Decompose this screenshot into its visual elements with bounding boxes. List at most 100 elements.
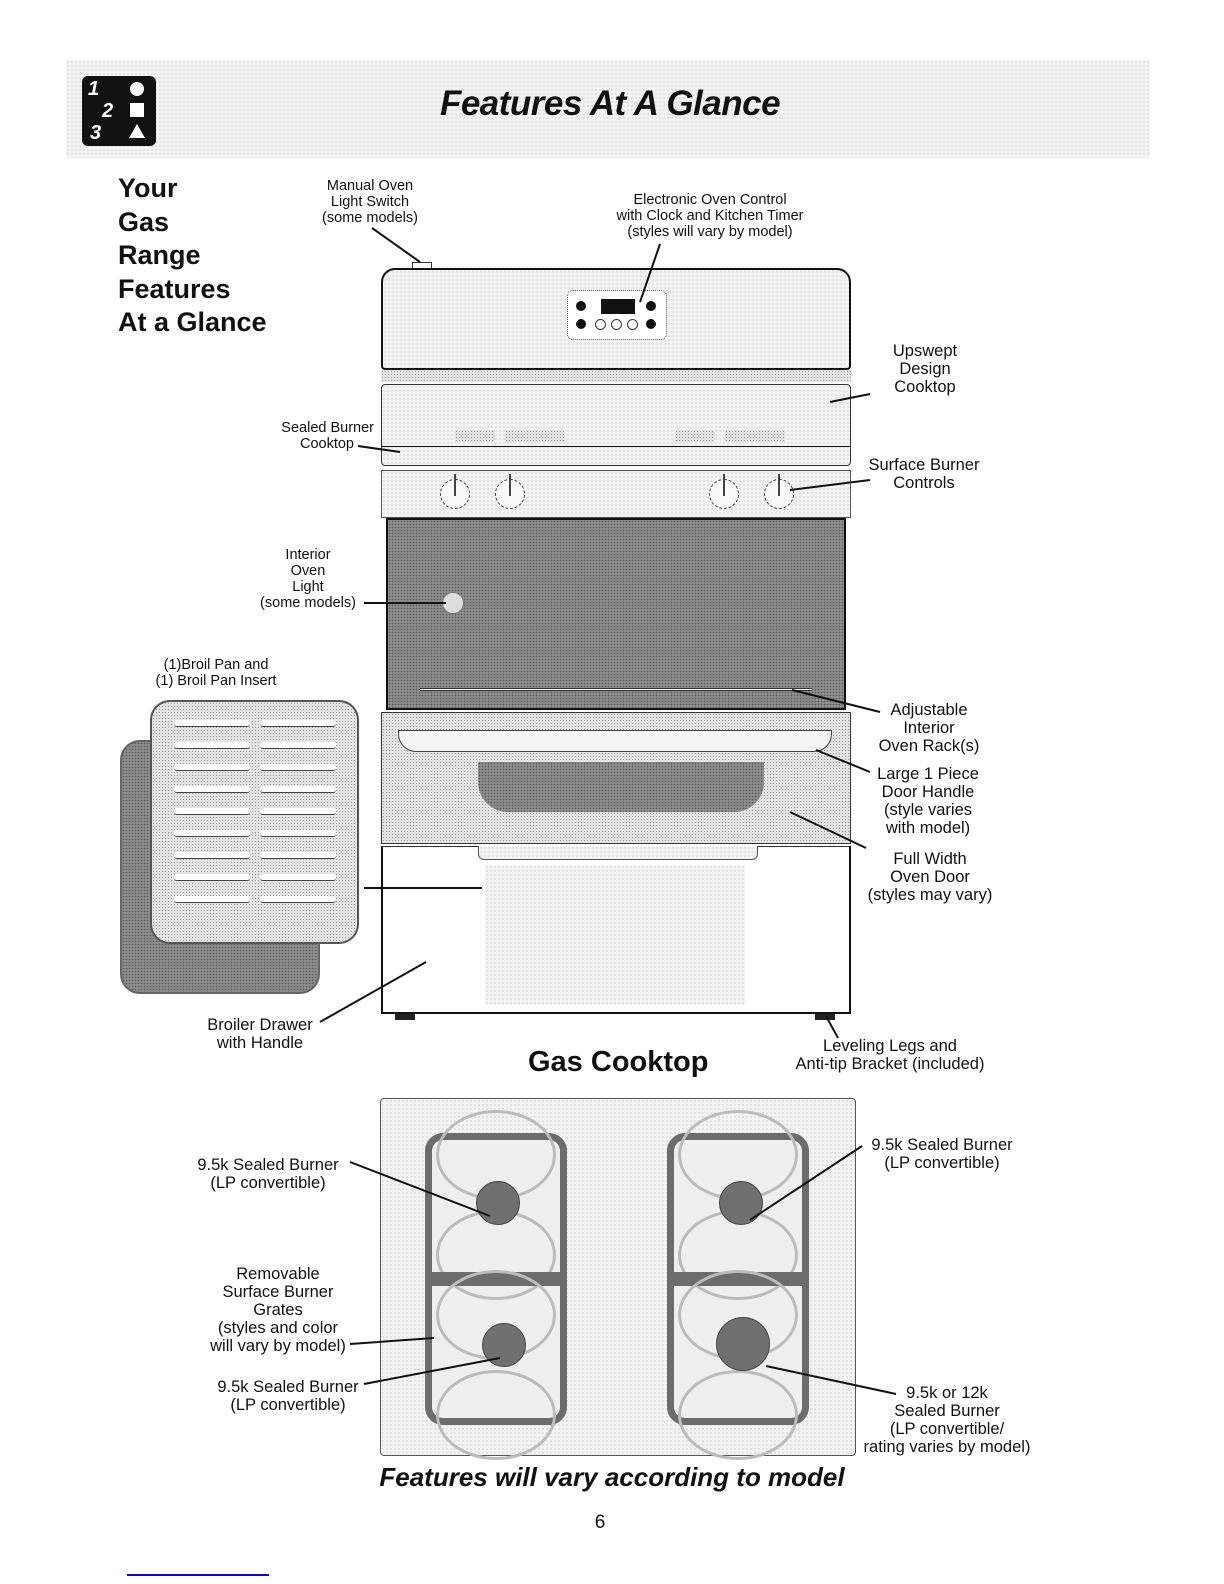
label-line: (styles will vary by model) [627, 224, 793, 240]
label-door-handle: Large 1 Piece Door Handle (style varies … [866, 765, 990, 837]
label-line: Controls [893, 474, 955, 492]
leader-line [639, 243, 661, 303]
label-line: Oven Door [890, 868, 970, 886]
page-number: 6 [594, 1512, 606, 1533]
door-window [478, 762, 764, 812]
leader-line [749, 1145, 863, 1221]
step-number: 1 [88, 78, 100, 100]
gas-cooktop-surface [380, 1098, 856, 1460]
label-manual-oven-light: Manual Oven Light Switch (some models) [310, 178, 430, 226]
label-line: Adjustable [890, 701, 968, 719]
insert-slot [174, 786, 250, 793]
label-left-front-burner: 9.5k Sealed Burner (LP convertible) [208, 1378, 368, 1414]
insert-slot [174, 852, 250, 859]
label-broil-pan: (1)Broil Pan and (1) Broil Pan Insert [136, 657, 296, 689]
label-line: Light Switch [330, 194, 410, 210]
label-line: Cooktop [299, 436, 354, 452]
control-button [646, 301, 656, 311]
oven-interior [386, 518, 846, 710]
label-line: Interior [285, 547, 331, 563]
step-number: 2 [102, 100, 114, 122]
label-line: Large 1 Piece [877, 765, 979, 783]
circle-shape-icon [130, 82, 144, 96]
leader-line [349, 1161, 491, 1217]
leader-line [765, 1365, 897, 1395]
insert-slot [260, 720, 336, 727]
leveling-leg [815, 1014, 835, 1020]
numbered-steps-icon: 1 2 3 [82, 76, 156, 146]
cooktop-section-title: Gas Cooktop [528, 1046, 709, 1078]
sealed-burner-left-rear [476, 1181, 520, 1225]
label-line: Door Handle [881, 783, 975, 801]
heading-line: Features [118, 273, 231, 304]
electronic-oven-control [567, 290, 667, 340]
label-oven-door: Full Width Oven Door (styles may vary) [858, 850, 1002, 904]
label-line: (LP convertible) [210, 1174, 326, 1192]
label-line: Design [899, 360, 951, 378]
label-line: Electronic Oven Control [633, 192, 787, 208]
label-line: Surface Burner [222, 1283, 334, 1301]
label-electronic-oven-control: Electronic Oven Control with Clock and K… [590, 192, 830, 240]
leader-line [789, 811, 867, 849]
leader-line [789, 479, 871, 491]
insert-slot [260, 896, 336, 903]
leader-line [363, 1357, 501, 1385]
label-line: (styles and color [217, 1319, 339, 1337]
cooktop-rim [381, 370, 851, 382]
label-line: (LP convertible) [884, 1154, 1000, 1172]
label-right-front-burner: 9.5k or 12k Sealed Burner (LP convertibl… [852, 1384, 1042, 1456]
label-line: 9.5k Sealed Burner [197, 1156, 339, 1174]
control-button [611, 319, 622, 330]
burner-knob [440, 474, 470, 509]
label-line: Sealed Burner [281, 420, 374, 436]
link-underline [127, 1574, 269, 1576]
burner-knob [495, 474, 525, 509]
control-button [576, 319, 586, 329]
label-line: Anti-tip Bracket (included) [795, 1055, 985, 1073]
label-line: Leveling Legs and [823, 1037, 957, 1055]
label-line: Interior [903, 719, 955, 737]
label-leveling-legs: Leveling Legs and Anti-tip Bracket (incl… [780, 1037, 1000, 1073]
leveling-leg [395, 1014, 415, 1020]
label-line: 9.5k Sealed Burner [217, 1378, 359, 1396]
label-sealed-burner-cooktop: Sealed Burner Cooktop [262, 420, 374, 452]
triangle-shape-icon [129, 124, 145, 138]
header-banner [66, 60, 1150, 158]
label-oven-racks: Adjustable Interior Oven Rack(s) [868, 701, 990, 755]
label-left-rear-burner: 9.5k Sealed Burner (LP convertible) [188, 1156, 348, 1192]
burner-knob [709, 474, 739, 509]
surface-burner-control-panel [381, 470, 851, 518]
label-line: (LP convertible) [230, 1396, 346, 1414]
sealed-burner-right-rear [719, 1181, 763, 1225]
insert-slot [260, 830, 336, 837]
sealed-burner-right-front [716, 1317, 770, 1371]
heading-line: At a Glance [118, 307, 267, 337]
label-line: with Handle [216, 1034, 304, 1052]
leader-line [829, 393, 871, 403]
label-line: will vary by model) [210, 1337, 346, 1355]
label-line: (1)Broil Pan and [163, 657, 269, 673]
label-right-rear-burner: 9.5k Sealed Burner (LP convertible) [862, 1136, 1022, 1172]
insert-slot [260, 808, 336, 815]
grate-silhouette [725, 430, 785, 442]
label-line: (1) Broil Pan Insert [155, 673, 277, 689]
grate-arm [678, 1370, 798, 1460]
leader-line [357, 445, 401, 453]
label-line: Surface Burner [868, 456, 980, 474]
insert-slot [174, 808, 250, 815]
label-line: Manual Oven [326, 178, 414, 194]
heading-line: Gas [118, 206, 170, 237]
label-line: rating varies by model) [863, 1438, 1031, 1456]
insert-slot [260, 786, 336, 793]
label-line: Oven [290, 563, 326, 579]
label-line: (some models) [260, 595, 356, 611]
control-button [595, 319, 606, 330]
grate-silhouette [455, 430, 495, 442]
control-button [576, 301, 586, 311]
label-line: Broiler Drawer [207, 1016, 313, 1034]
drawer-shading [485, 865, 745, 1005]
label-line: (LP convertible/ [889, 1420, 1005, 1438]
label-line: Upswept [892, 342, 958, 360]
burner-knob [764, 474, 794, 509]
label-line: with Clock and Kitchen Timer [616, 208, 804, 224]
